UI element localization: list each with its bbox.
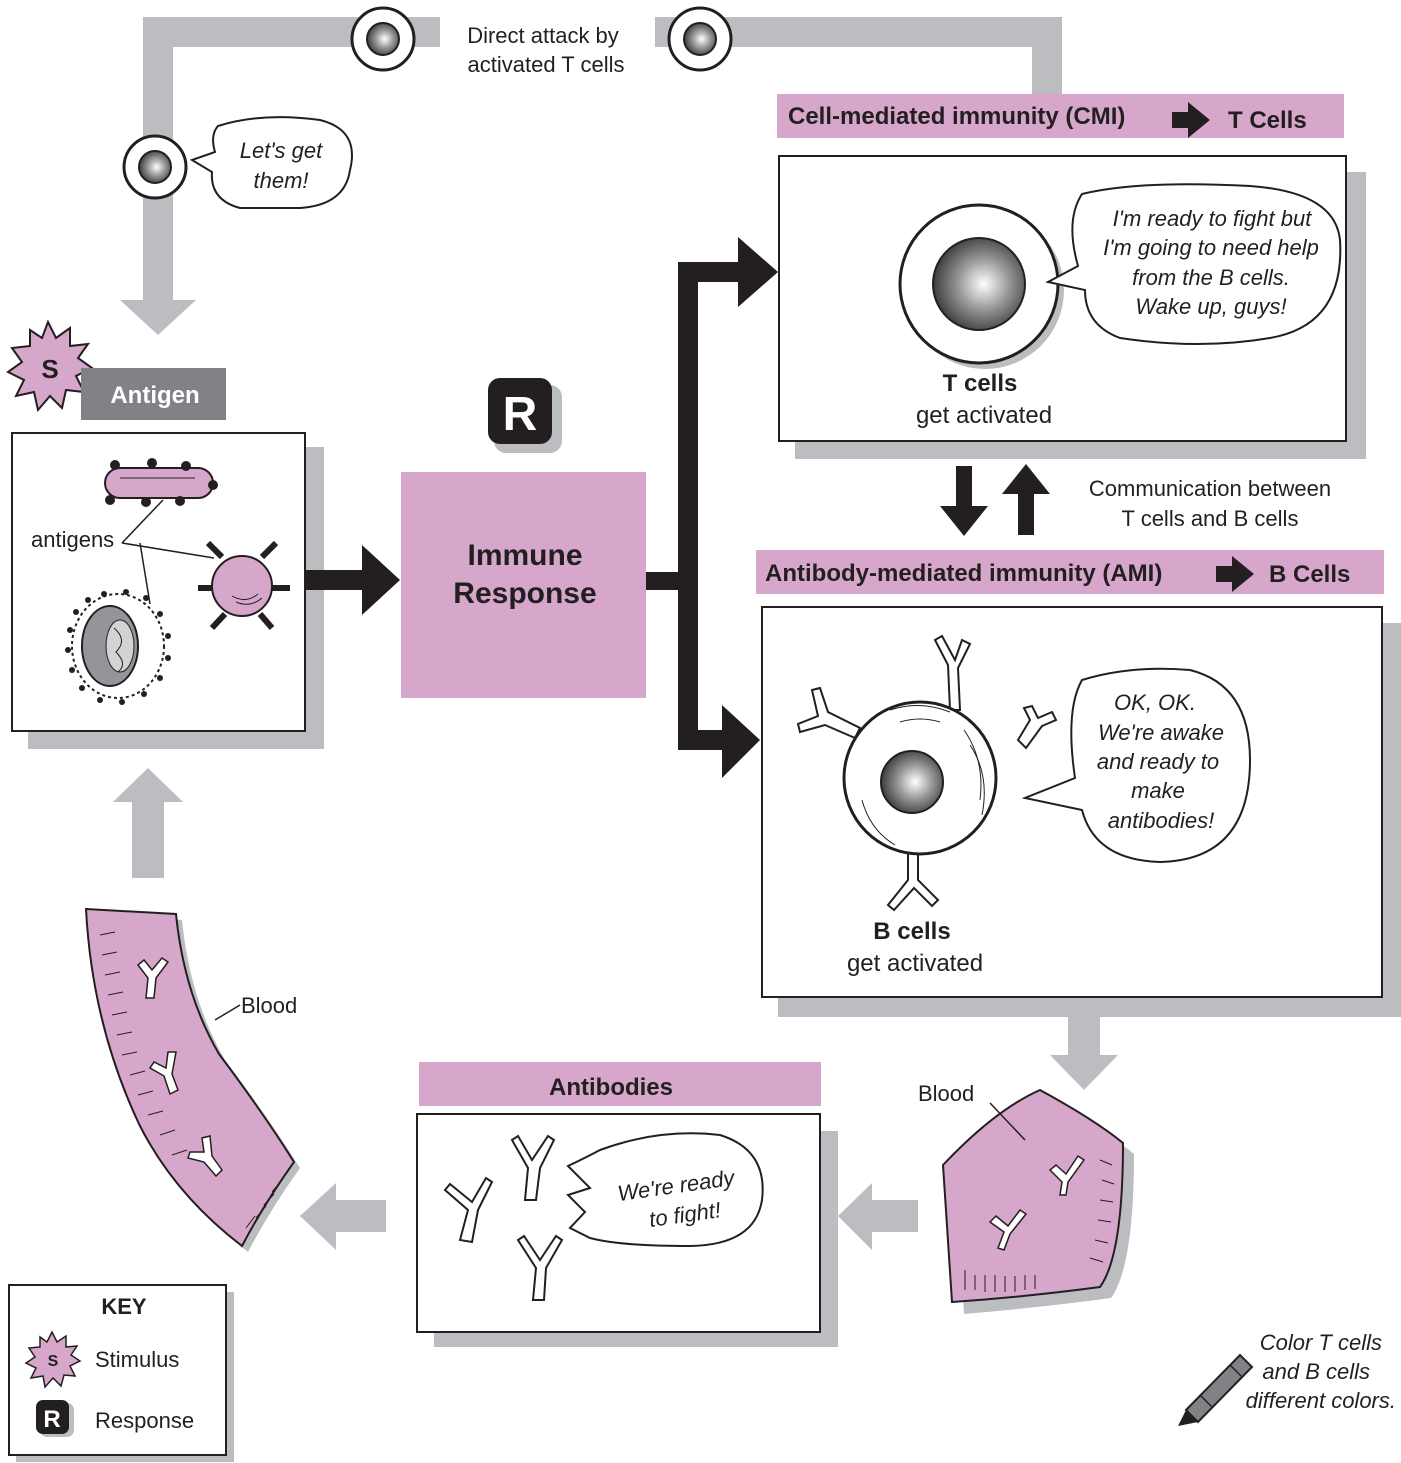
antibodies-to-blood-arrow [300, 1183, 386, 1250]
blood-right-pointer [989, 1102, 1026, 1141]
color-note-line2: and B cells [1262, 1359, 1370, 1384]
response-badge-letter: R [503, 388, 538, 441]
t-cell-speech-line2: them! [253, 168, 308, 193]
response-branch-arrows [646, 237, 778, 778]
stimulus-letter: S [41, 354, 58, 384]
blood-left-pointer [214, 1004, 241, 1021]
communication-line2: T cells and B cells [1122, 506, 1299, 531]
antigen-to-response-arrow [305, 545, 400, 615]
cmi-header-right: T Cells [1228, 107, 1307, 134]
t-cell-speech-line1: Let's get [240, 138, 323, 163]
ami-speech-line2: We're awake [1098, 720, 1224, 745]
antibodies-speech-bubble [566, 1132, 764, 1248]
key-response-letter: R [43, 1406, 60, 1433]
antigens-pointer-lines [121, 499, 215, 605]
antibodies-header-bar [419, 1062, 821, 1106]
cmi-speech-line4: Wake up, guys! [1135, 294, 1286, 319]
cmi-speech-line3: from the B cells. [1132, 265, 1290, 290]
antibody-icons [443, 1134, 564, 1301]
bacterium-antigen-icon [104, 458, 218, 507]
cmi-speech-line1: I'm ready to fight but [1113, 206, 1313, 231]
key-response-label: Response [95, 1408, 194, 1433]
immune-response-box [401, 472, 646, 698]
response-badge-icon [488, 378, 562, 453]
communication-line1: Communication between [1089, 476, 1331, 501]
top-arrow-label-line2: activated T cells [468, 52, 625, 77]
key-title: KEY [101, 1294, 147, 1319]
b-cell-large-icon [796, 634, 1058, 912]
blood-label-left: Blood [241, 993, 297, 1018]
cmi-header-arrow-icon [1172, 102, 1210, 138]
top-arrow-label-line1: Direct attack by [467, 23, 619, 48]
ami-header-arrow-icon [1216, 556, 1254, 592]
blood-to-antigen-arrow [113, 768, 183, 878]
key-stimulus-letter: S [48, 1353, 59, 1370]
communication-arrows [940, 464, 1050, 536]
cmi-header-bar [777, 94, 1344, 138]
blood-vessel-left [84, 907, 300, 1252]
immune-response-line1: Immune [467, 539, 582, 572]
stimulus-starburst-icon [6, 319, 94, 413]
t-cell-icon [122, 134, 188, 200]
blood-vessel-right [941, 1088, 1134, 1314]
key-stimulus-icon [24, 1330, 82, 1389]
blood-to-antibodies-arrow [838, 1183, 918, 1250]
key-stimulus-label: Stimulus [95, 1347, 179, 1372]
ami-header-right: B Cells [1269, 561, 1350, 588]
cmi-speech-line2: I'm going to need help [1103, 235, 1319, 260]
ami-speech-line3: and ready to [1097, 749, 1219, 774]
antigen-title-bar [81, 368, 226, 420]
crayon-icon [1178, 1353, 1254, 1426]
ami-speech-line4: make [1131, 778, 1185, 803]
key-response-icon [36, 1400, 74, 1437]
ami-speech-line5: antibodies! [1108, 808, 1214, 833]
t-cell-speech-bubble [189, 116, 353, 209]
ami-header-left: Antibody-mediated immunity (AMI) [765, 560, 1162, 587]
color-note-line3: different colors. [1246, 1388, 1396, 1413]
cell-antigen-icon [198, 540, 290, 631]
antigens-label: antigens [31, 527, 114, 552]
cmi-header-left: Cell-mediated immunity (CMI) [788, 103, 1125, 130]
ami-header-bar [756, 550, 1384, 594]
b-cells-sub: get activated [847, 950, 983, 977]
immune-response-line2: Response [453, 577, 596, 610]
t-cell-icon [350, 6, 416, 72]
antibodies-title: Antibodies [549, 1074, 673, 1101]
t-cell-icon [667, 6, 733, 72]
antigen-title: Antigen [110, 382, 199, 409]
t-cells-sub: get activated [916, 402, 1052, 429]
b-cell-speech-bubble [1021, 667, 1252, 864]
b-cells-title: B cells [873, 918, 950, 945]
ami-to-blood-arrow [1050, 1017, 1118, 1090]
color-note-line1: Color T cells [1260, 1330, 1382, 1355]
t-cells-title: T cells [943, 370, 1018, 397]
virus-antigen-icon [65, 589, 171, 705]
t-cell-large-icon [898, 203, 1064, 369]
blood-label-right: Blood [918, 1081, 974, 1106]
t-cell-speech-bubble-large [1045, 183, 1342, 345]
ami-speech-line1: OK, OK. [1114, 690, 1196, 715]
